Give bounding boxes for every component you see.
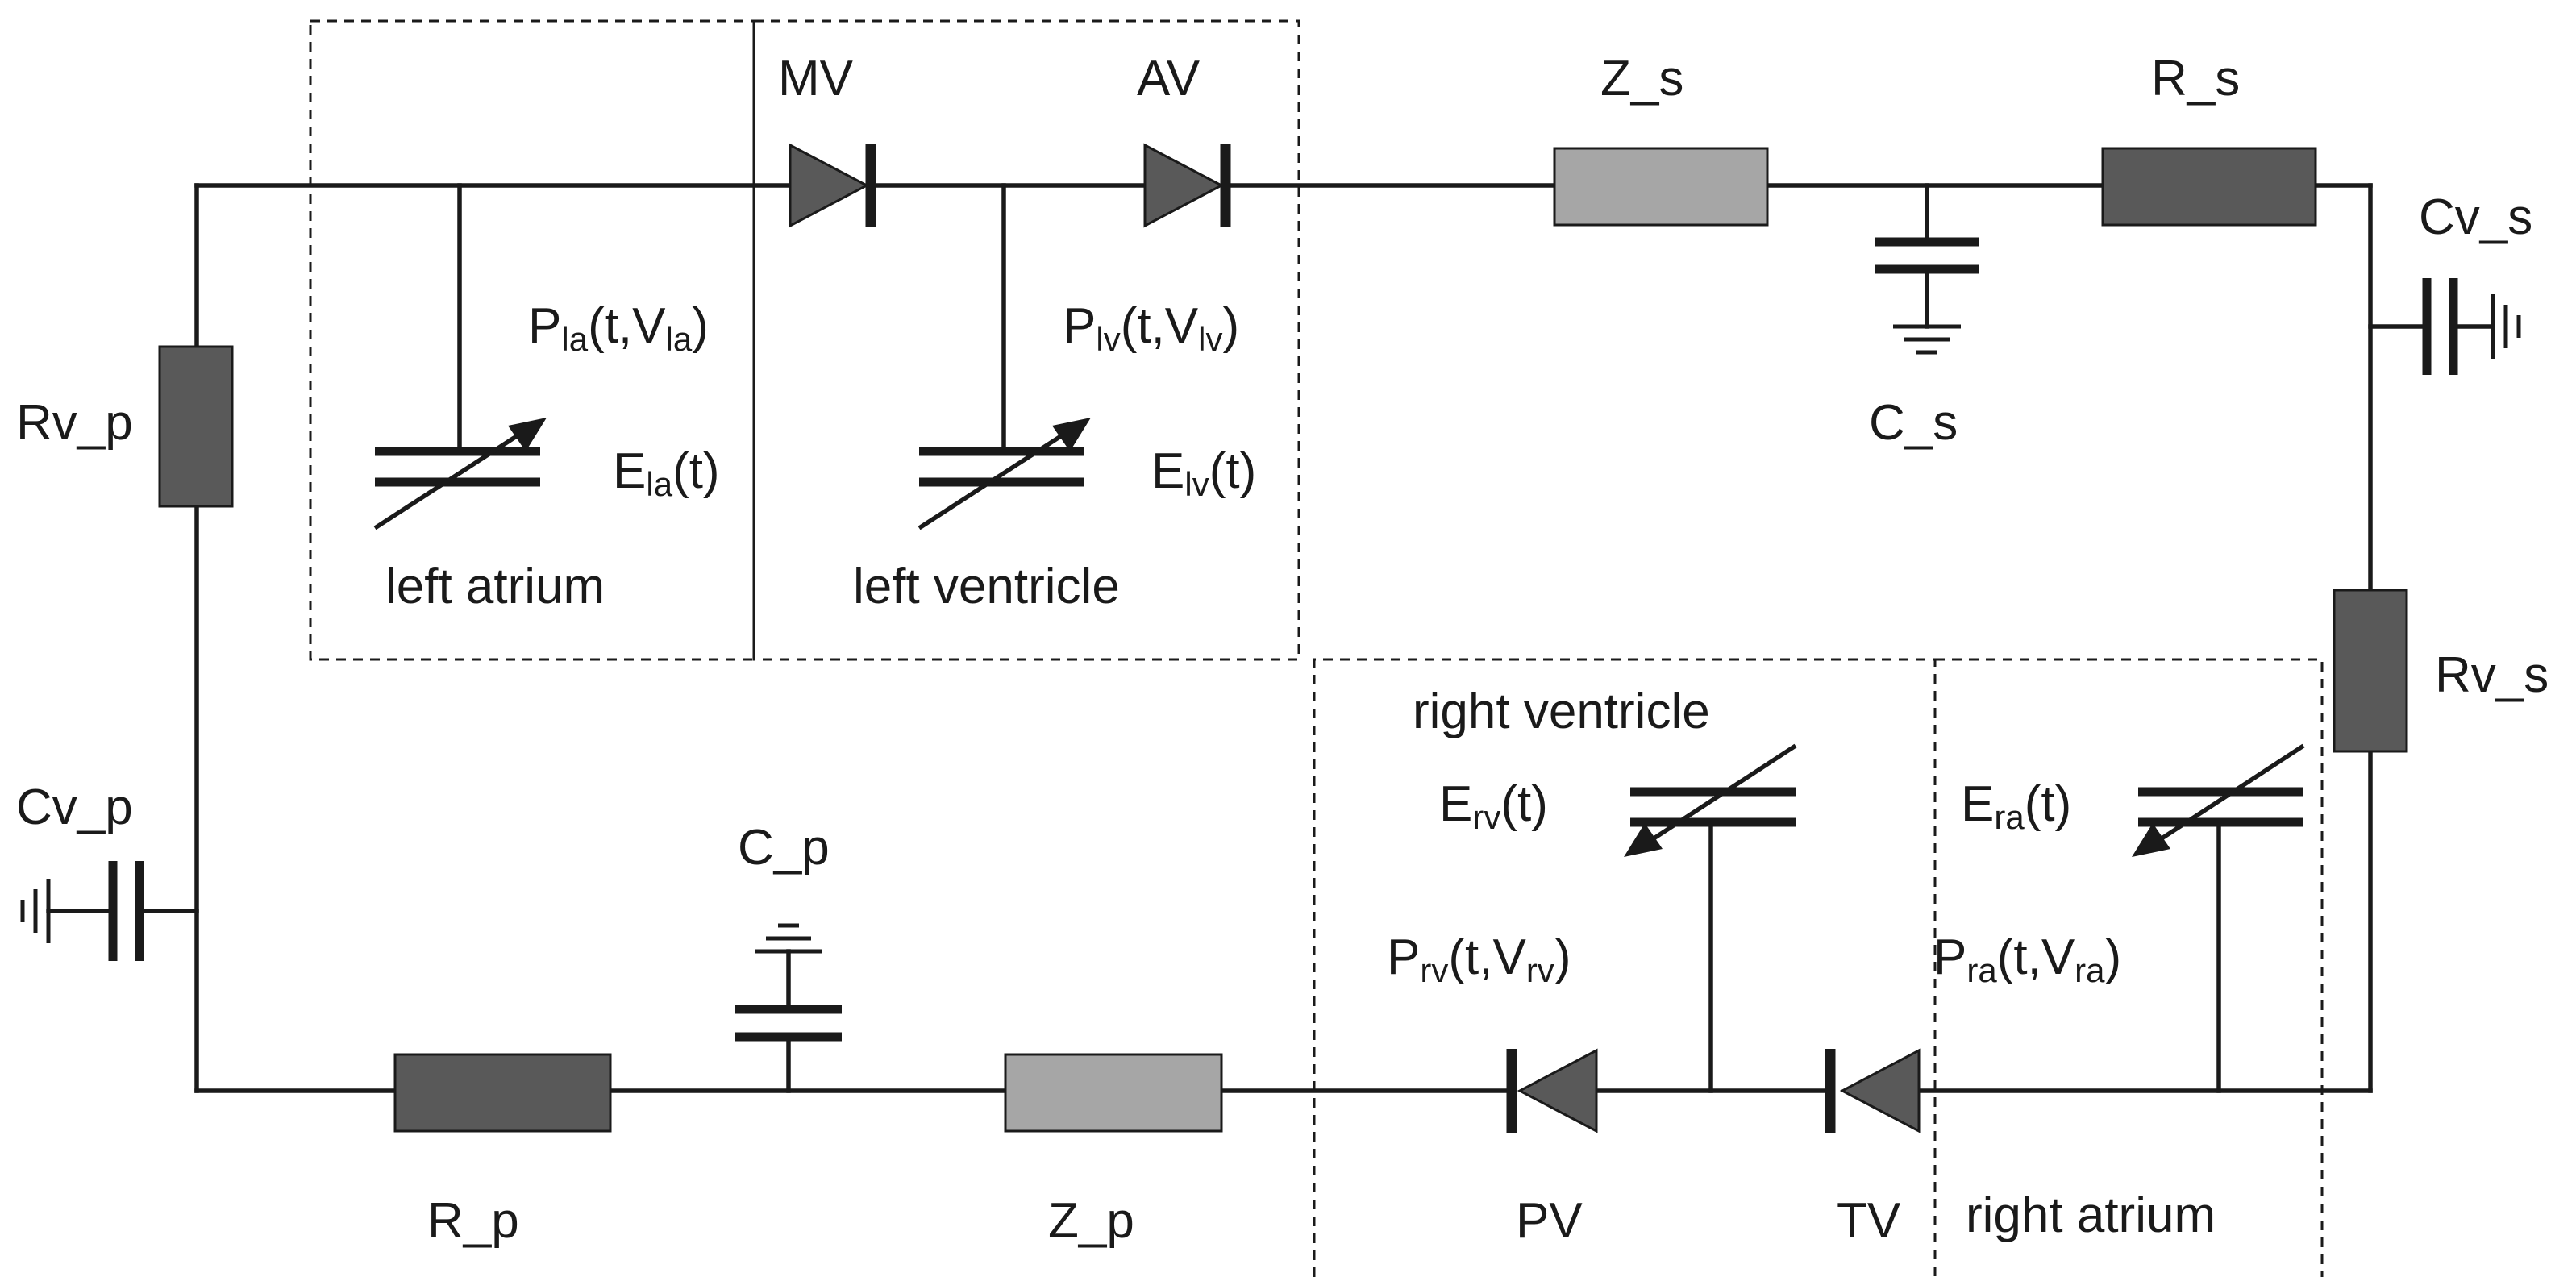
ra-pressure-label: Pra(t,Vra)	[1933, 930, 2121, 989]
r-s-label: R_s	[2151, 51, 2240, 106]
z-p-impedance	[1004, 1053, 1223, 1133]
left-ventricle-variable-capacitor-icon	[918, 418, 1091, 530]
cv-s-label: Cv_s	[2419, 189, 2532, 245]
av-label: AV	[1137, 51, 1201, 106]
r-p-label: R_p	[427, 1193, 519, 1249]
rv-pressure-label: Prv(t,Vrv)	[1387, 930, 1571, 989]
pulmonary-valve-icon	[1506, 1048, 1598, 1133]
la-pressure-label: Pla(t,Vla)	[528, 298, 709, 358]
left-ventricle-box	[752, 19, 1300, 661]
c-s-capacitor	[1875, 237, 1979, 274]
left-atrium-box	[309, 19, 755, 661]
rv-p-resistor	[158, 345, 234, 508]
cv-s-capacitor	[2422, 278, 2458, 375]
aortic-valve-icon	[1143, 143, 1231, 228]
right-atrium-variable-capacitor-icon	[2132, 743, 2305, 857]
c-p-capacitor	[735, 1005, 842, 1042]
cv-p-ground-icon	[20, 879, 51, 943]
right-ventricle-variable-capacitor-icon	[1624, 743, 1797, 857]
right-ventricle-label: right ventricle	[1413, 684, 1710, 739]
wires	[46, 183, 2495, 1093]
rv-p-label: Rv_p	[16, 395, 133, 451]
rv-s-resistor	[2333, 589, 2408, 753]
tricuspid-valve-icon	[1825, 1048, 1921, 1133]
z-p-label: Z_p	[1048, 1193, 1134, 1249]
c-s-ground-icon	[1893, 324, 1961, 355]
left-atrium-label: left atrium	[385, 559, 605, 614]
right-atrium-label: right atrium	[1966, 1188, 2216, 1243]
cv-s-ground-icon	[2491, 294, 2521, 359]
right-ventricle-box	[1313, 658, 1937, 1277]
rv-s-label: Rv_s	[2435, 647, 2549, 703]
c-p-ground-icon	[755, 923, 822, 954]
ra-elastance-label: Era(t)	[1961, 776, 2071, 836]
mitral-valve-icon	[789, 143, 876, 228]
r-s-resistor	[2101, 147, 2317, 227]
z-s-label: Z_s	[1600, 51, 1683, 106]
left-ventricle-label: left ventricle	[853, 559, 1120, 614]
c-p-label: C_p	[738, 820, 830, 876]
z-s-impedance	[1553, 147, 1769, 227]
mv-label: MV	[778, 51, 854, 106]
cv-p-label: Cv_p	[16, 780, 133, 835]
rv-elastance-label: Erv(t)	[1439, 776, 1548, 836]
lv-pressure-label: Plv(t,Vlv)	[1063, 298, 1239, 358]
cv-p-capacitor	[108, 861, 144, 961]
lv-elastance-label: Elv(t)	[1151, 443, 1256, 503]
left-atrium-variable-capacitor-icon	[373, 418, 547, 530]
pv-label: PV	[1516, 1193, 1583, 1249]
right-atrium-box	[1935, 658, 2324, 1277]
tv-label: TV	[1837, 1193, 1901, 1249]
la-elastance-label: Ela(t)	[613, 443, 720, 503]
c-s-label: C_s	[1869, 395, 1958, 451]
r-p-resistor	[393, 1053, 612, 1133]
